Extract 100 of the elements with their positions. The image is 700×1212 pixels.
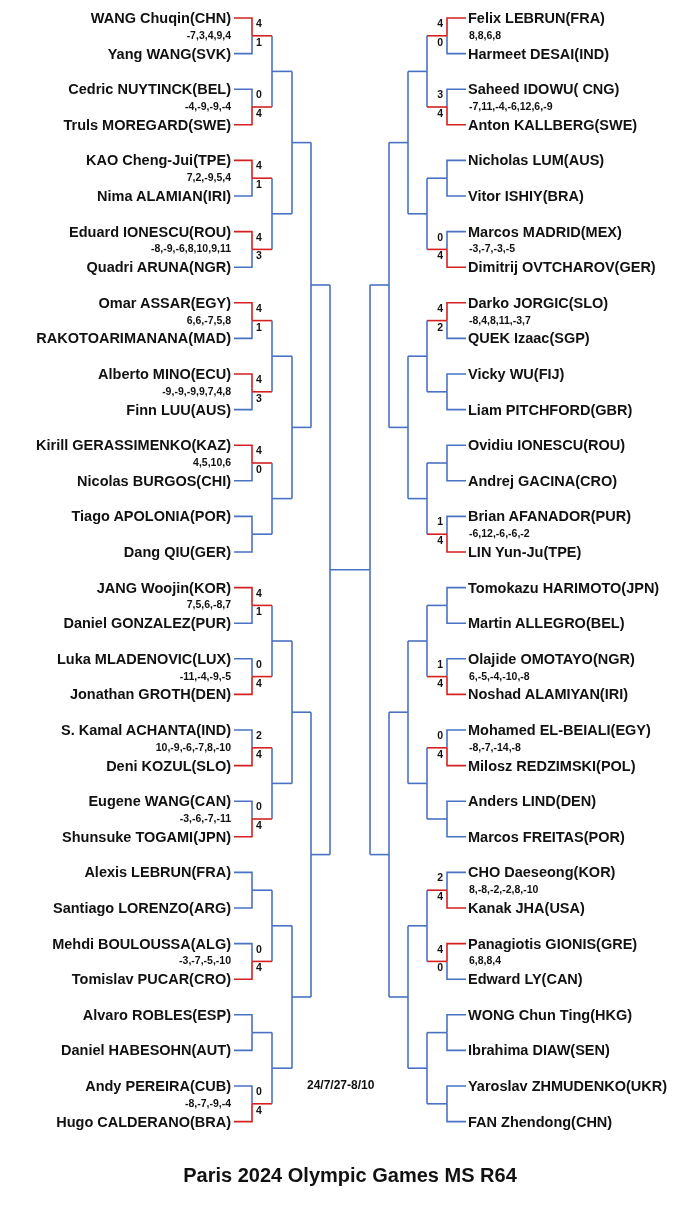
game-scores: -3,-6,-7,-11 <box>179 812 231 824</box>
player-name: LIN Yun-Ju(TPE) <box>468 543 582 561</box>
score: 4 <box>437 249 443 262</box>
player-name: Andrej GACINA(CRO) <box>468 471 618 490</box>
game-scores: -4,-9,-9,-4 <box>184 100 231 112</box>
score: 0 <box>256 1085 262 1097</box>
date-text: 24/7/27-8/10 <box>307 1079 375 1091</box>
player-name: Omar ASSAR(EGY) <box>98 293 231 312</box>
player-name: Noshad ALAMIYAN(IRI) <box>468 685 629 704</box>
player-name: S. Kamal ACHANTA(IND) <box>61 721 231 739</box>
score: 0 <box>437 35 443 48</box>
player-name: Marcos FREITAS(POR) <box>468 827 625 846</box>
player-name: Kanak JHA(USA) <box>468 899 585 917</box>
player-name: Milosz REDZIMSKI(POL) <box>468 756 636 775</box>
score: 4 <box>437 107 443 119</box>
player-name: Santiago LORENZO(ARG) <box>52 899 231 917</box>
player-name: Andy PEREIRA(CUB) <box>85 1077 231 1095</box>
player-name: Alberto MINO(ECU) <box>98 365 231 383</box>
player-name: Daniel GONZALEZ(PUR) <box>63 614 231 633</box>
score: 3 <box>437 88 443 101</box>
score: 4 <box>437 890 443 903</box>
score: 4 <box>256 676 262 689</box>
player-name: Panagiotis GIONIS(GRE) <box>468 934 638 953</box>
player-name: Edward LY(CAN) <box>468 970 583 989</box>
player-name: Ovidiu IONESCU(ROU) <box>468 436 626 455</box>
player-name: Martin ALLEGRO(BEL) <box>468 614 625 633</box>
player-name: Yaroslav ZHMUDENKO(UKR) <box>468 1077 667 1095</box>
player-name: KAO Cheng-Jui(TPE) <box>86 151 231 170</box>
player-name: Marcos MADRID(MEX) <box>468 222 622 241</box>
player-name: WONG Chun Ting(HKG) <box>468 1005 633 1024</box>
score: 1 <box>256 320 262 333</box>
game-scores: -3,-7,-5,-10 <box>179 954 231 967</box>
game-scores: -11,-4,-9,-5 <box>179 669 231 682</box>
score: 4 <box>256 444 262 457</box>
score: 0 <box>256 942 262 955</box>
player-name: Kirill GERASSIMENKO(KAZ) <box>36 436 231 455</box>
player-name: Liam PITCHFORD(GBR) <box>468 400 633 419</box>
score: 4 <box>256 17 262 29</box>
player-name: JANG Woojin(KOR) <box>96 578 231 597</box>
score: 2 <box>437 320 443 333</box>
player-name: Anders LIND(DEN) <box>468 792 597 811</box>
player-name: Cedric NUYTINCK(BEL) <box>68 80 231 99</box>
score: 4 <box>437 676 443 689</box>
score: 4 <box>437 747 443 760</box>
player-name: Vicky WU(FIJ) <box>468 365 565 383</box>
player-name: Dimitrij OVTCHAROV(GER) <box>468 258 656 277</box>
score: 4 <box>256 159 262 172</box>
player-name: Deni KOZUL(SLO) <box>106 756 231 775</box>
score: 1 <box>256 35 262 48</box>
player-name: Nicholas LUM(AUS) <box>468 151 605 170</box>
score: 4 <box>437 17 443 29</box>
player-name: Eduard IONESCU(ROU) <box>69 222 231 241</box>
score: 0 <box>437 961 443 974</box>
game-scores: 7,5,6,-8,7 <box>186 598 231 611</box>
player-name: FAN Zhendong(CHN) <box>468 1112 613 1131</box>
game-scores: 6,-5,-4,-10,-8 <box>469 669 530 682</box>
player-name: Eugene WANG(CAN) <box>88 792 231 811</box>
score: 4 <box>437 942 443 955</box>
score: 4 <box>256 961 262 974</box>
score: 4 <box>256 586 262 599</box>
player-name: Finn LUU(AUS) <box>126 400 231 419</box>
score: 4 <box>256 1103 262 1116</box>
player-name: QUEK Izaac(SGP) <box>468 329 590 348</box>
score: 4 <box>256 107 262 119</box>
score: 4 <box>256 819 262 831</box>
score: 2 <box>437 871 443 884</box>
player-name: Brian AFANADOR(PUR) <box>468 507 631 526</box>
game-scores: 4,5,10,6 <box>193 456 231 468</box>
player-name: Mohamed EL-BEIALI(EGY) <box>468 721 651 739</box>
player-name: Harmeet DESAI(IND) <box>468 44 609 63</box>
game-scores: -8,-9,-6,8,10,9,11 <box>151 242 231 255</box>
score: 1 <box>256 178 262 191</box>
game-scores: 8,-8,-2,-2,8,-10 <box>469 883 539 896</box>
player-name: CHO Daeseong(KOR) <box>468 863 616 882</box>
score: 1 <box>437 515 443 528</box>
player-name: Alexis LEBRUN(FRA) <box>84 863 231 882</box>
game-scores: -3,-7,-3,-5 <box>469 242 516 255</box>
player-name: Daniel HABESOHN(AUT) <box>61 1041 231 1060</box>
score: 0 <box>437 729 443 741</box>
player-name: Tiago APOLONIA(POR) <box>71 507 231 526</box>
player-name: Dang QIU(GER) <box>123 543 231 561</box>
score: 0 <box>256 463 262 475</box>
score: 4 <box>256 747 262 760</box>
game-scores: 10,-9,-6,-7,8,-10 <box>155 740 231 753</box>
score: 4 <box>437 534 443 547</box>
player-name: Anton KALLBERG(SWE) <box>468 115 638 134</box>
game-scores: -8,-7,-9,-4 <box>184 1096 231 1109</box>
score: 4 <box>437 301 443 314</box>
player-name: Felix LEBRUN(FRA) <box>468 9 605 27</box>
player-name: RAKOTOARIMANANA(MAD) <box>36 329 231 348</box>
player-name: WANG Chuqin(CHN) <box>90 9 231 27</box>
score: 0 <box>437 230 443 243</box>
player-name: Jonathan GROTH(DEN) <box>69 685 231 704</box>
score: 0 <box>256 800 262 813</box>
game-scores: 6,6,-7,5,8 <box>186 313 231 326</box>
title: Paris 2024 Olympic Games MS R64 <box>182 1163 518 1187</box>
game-scores: 8,8,6,8 <box>469 28 502 41</box>
player-name: Shunsuke TOGAMI(JPN) <box>62 827 231 846</box>
score: 0 <box>256 88 262 101</box>
player-name: Nicolas BURGOS(CHI) <box>77 471 231 490</box>
